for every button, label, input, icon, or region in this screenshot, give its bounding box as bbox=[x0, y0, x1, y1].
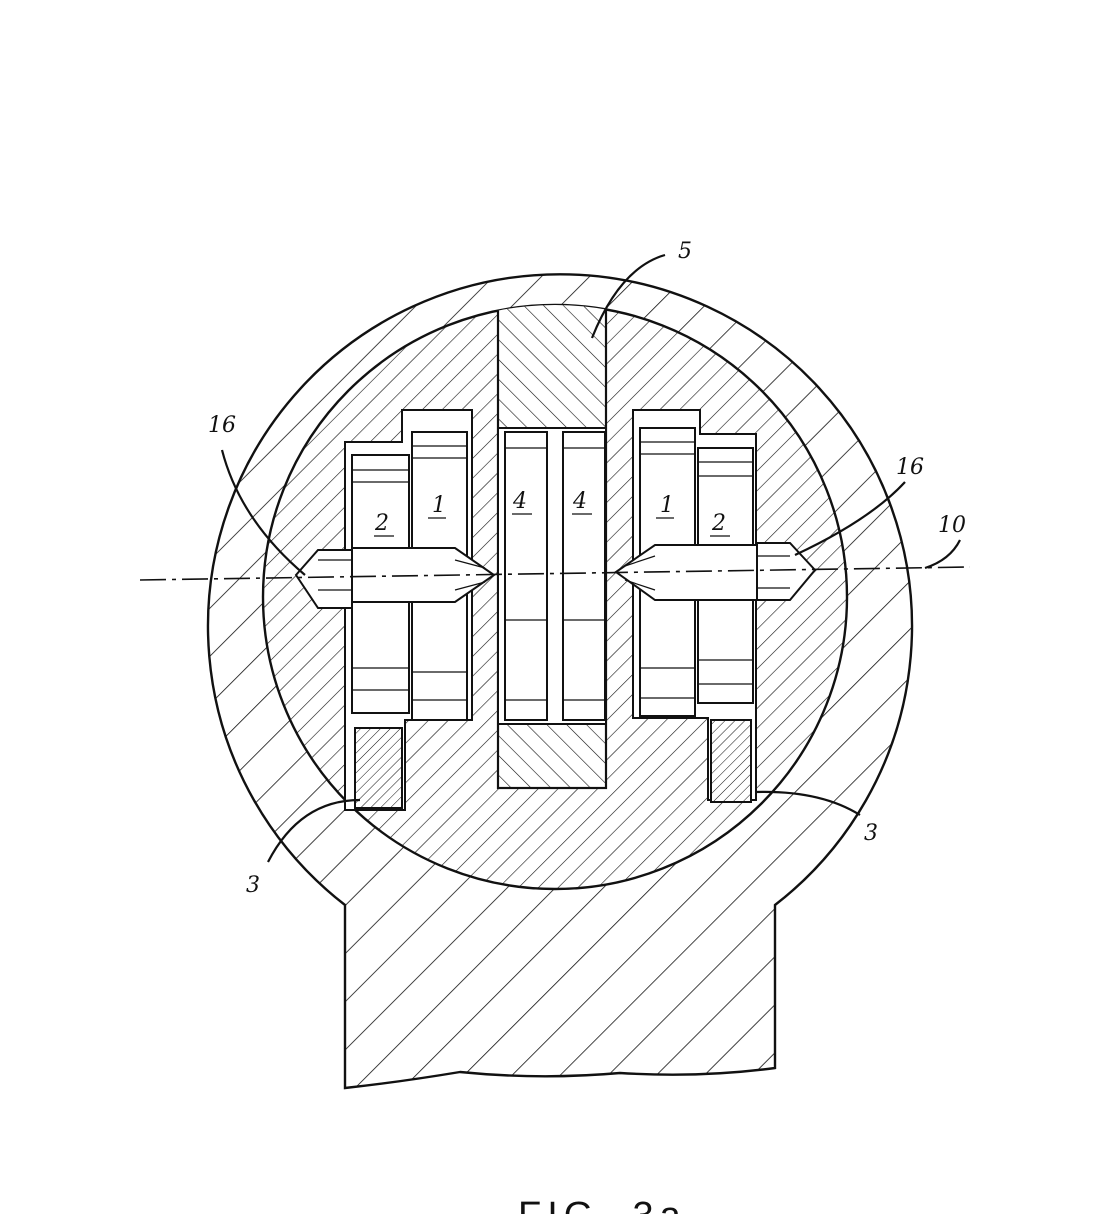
ref-label-2-right: 2 bbox=[711, 511, 726, 536]
ref-label-5: 5 bbox=[678, 239, 692, 264]
shaft-left bbox=[294, 547, 496, 609]
ref-label-2-left: 2 bbox=[374, 511, 389, 536]
ref-label-1-right: 1 bbox=[660, 493, 674, 518]
ref-label-1-left: 1 bbox=[432, 493, 446, 518]
ref-label-4-left: 4 bbox=[512, 489, 527, 514]
ref-label-10: 10 bbox=[938, 513, 966, 538]
figure-caption: FIG. 3a bbox=[518, 1195, 687, 1214]
ref-label-3-left: 3 bbox=[246, 873, 260, 898]
ref-label-4-right: 4 bbox=[572, 489, 587, 514]
center-axis bbox=[139, 566, 971, 581]
ref-label-16-left: 16 bbox=[208, 413, 236, 438]
ref-label-3-right: 3 bbox=[864, 821, 878, 846]
shaft-right bbox=[614, 542, 817, 601]
seal-3-left bbox=[354, 727, 403, 809]
disc-4-left bbox=[504, 431, 548, 721]
leader-lines bbox=[220, 253, 961, 863]
disc-4-right bbox=[562, 431, 606, 721]
label-underlines bbox=[374, 513, 730, 537]
seal-3-right bbox=[710, 719, 752, 803]
ref-label-16-right: 16 bbox=[896, 455, 924, 480]
